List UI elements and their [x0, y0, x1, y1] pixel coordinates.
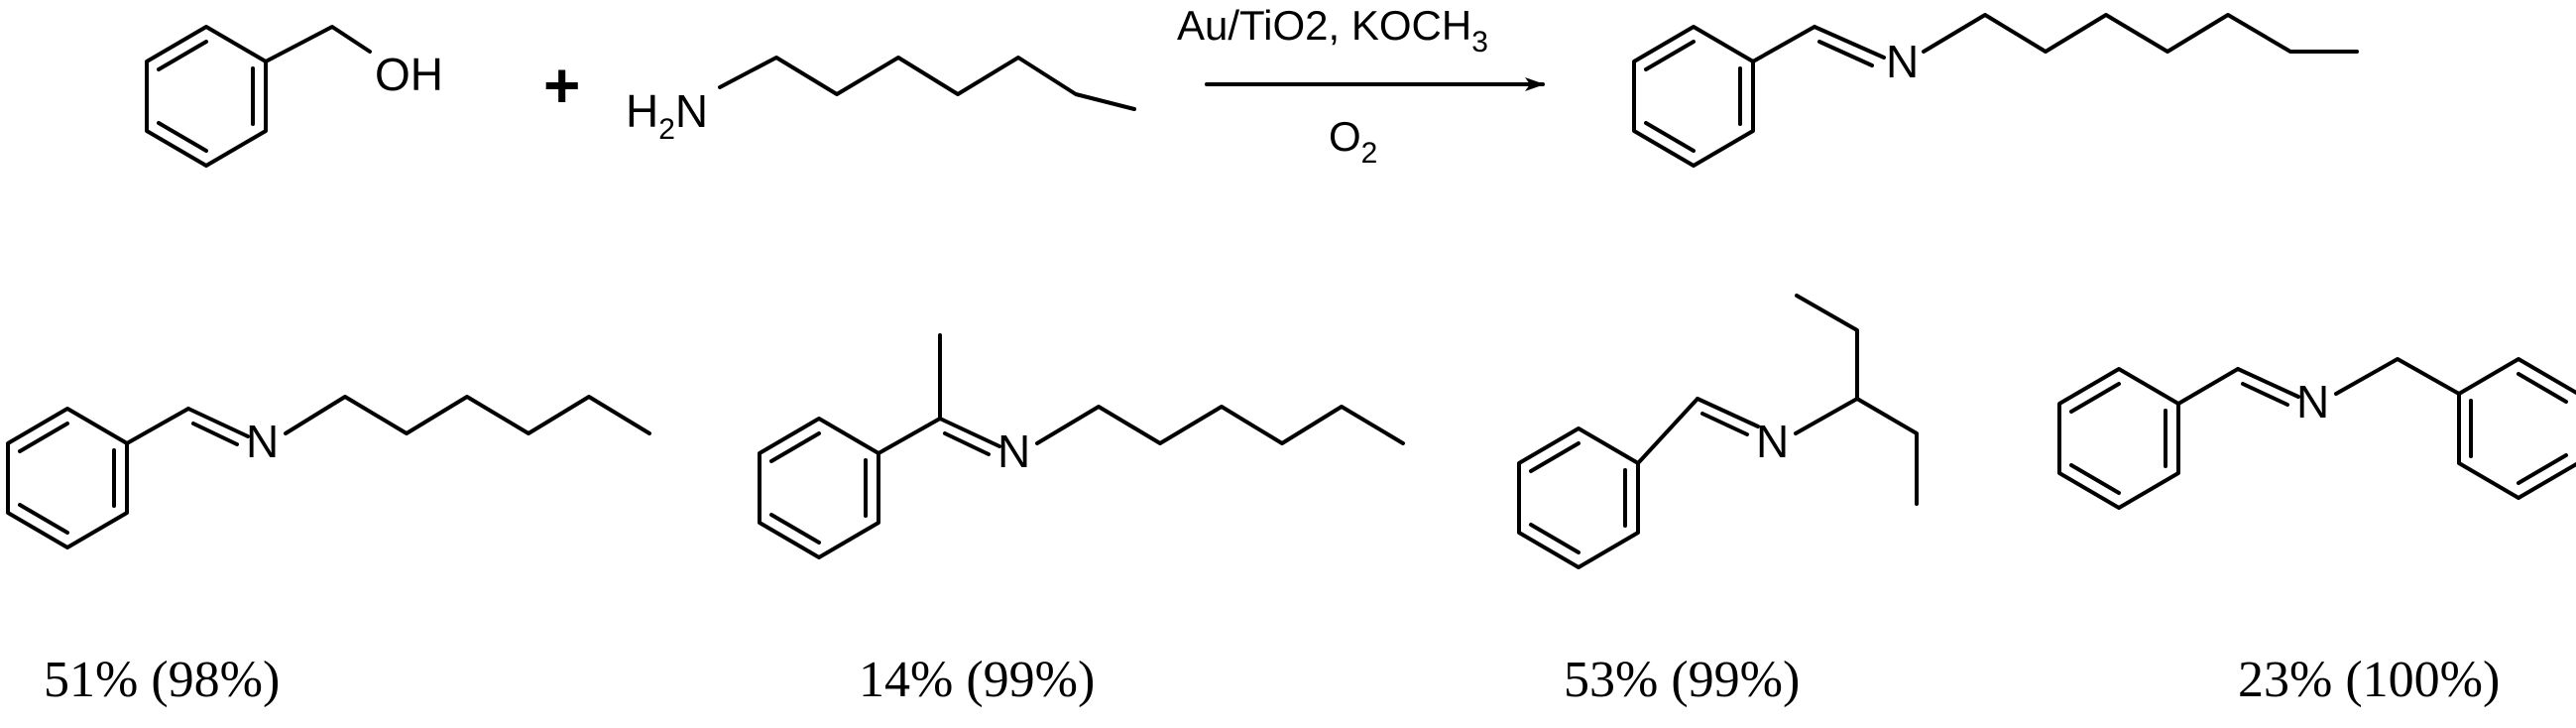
aromatic-double-bond — [2517, 372, 2568, 404]
product-3-structure: N 53% (99%) — [1517, 294, 1919, 708]
catalyst-conditions: Au/TiO2, KOCH3 — [1177, 2, 1488, 59]
imine-nitrogen-label: N — [1756, 416, 1789, 467]
upper-ethyl-chain — [1795, 294, 1859, 401]
yield-label: 14% (99%) — [859, 652, 1095, 708]
hydroxyl-label: OH — [375, 49, 443, 100]
imine-bond — [186, 407, 250, 438]
aromatic-double-bond — [2517, 453, 2568, 485]
reaction-arrow-group: Au/TiO2, KOCH3 O2 — [1177, 2, 1545, 170]
hexyl-chain — [718, 56, 1136, 111]
aromatic-double-bond — [157, 121, 208, 153]
aromatic-double-bond — [1644, 40, 1696, 71]
benzene-ring — [145, 25, 268, 168]
imine-nitrogen-label: N — [997, 425, 1030, 477]
n-to-ch-bond — [1794, 397, 1859, 435]
aromatic-double-bond — [769, 431, 821, 463]
aromatic-double-bond — [2069, 463, 2121, 495]
ring-to-ch-bond — [1636, 397, 1699, 465]
imine-bond — [938, 417, 1001, 448]
imine-double-bond — [2241, 382, 2289, 407]
lower-ethyl-chain — [1855, 397, 1919, 506]
aromatic-double-bond — [1529, 523, 1581, 554]
imine-double-bond — [191, 422, 239, 446]
imine-nitrogen-label: N — [1886, 36, 1919, 87]
imine-bond — [2236, 367, 2300, 399]
aromatic-double-bond — [2069, 382, 2121, 414]
main-product-structure: N — [1632, 13, 2359, 168]
ring-to-c-bond — [877, 417, 942, 455]
imine-bond — [1813, 25, 1886, 60]
aromatic-double-bond — [18, 422, 69, 453]
aromatic-double-bond — [1644, 121, 1696, 153]
aromatic-double-bond — [769, 513, 821, 545]
yield-label: 53% (99%) — [1564, 652, 1800, 708]
aromatic-double-bond — [18, 503, 69, 535]
benzyl-chain — [2334, 357, 2461, 396]
product-1-structure: N 51% (98%) — [6, 395, 651, 708]
imine-double-bond — [943, 431, 991, 456]
aromatic-double-bond — [1529, 441, 1581, 473]
imine-nitrogen-label: N — [246, 416, 279, 467]
ring-to-ch-bond — [2176, 367, 2240, 406]
oxidant-conditions: O2 — [1329, 113, 1377, 170]
product-2-structure: N 14% (99%) — [758, 333, 1405, 708]
ring-to-ch-bond — [125, 407, 190, 445]
product-4-structure: N 23% (100%) — [2057, 357, 2576, 708]
hexyl-chain — [1035, 405, 1405, 445]
hexyl-chain — [1922, 13, 2359, 54]
imine-double-bond — [1817, 40, 1874, 67]
yield-label: 51% (98%) — [44, 652, 280, 708]
imine-double-bond — [1700, 412, 1749, 436]
benzene-ring — [1517, 426, 1640, 569]
ring-to-ch-bond — [1751, 25, 1816, 63]
ch2-oh-chain — [264, 25, 372, 63]
benzene-ring — [758, 417, 880, 559]
amine-label: H2N — [626, 85, 708, 146]
imine-bond — [1696, 397, 1760, 428]
yield-label: 23% (100%) — [2238, 652, 2500, 708]
benzene-ring — [1632, 25, 1755, 168]
benzene-ring — [6, 407, 129, 549]
hexylamine-structure: H2N — [626, 56, 1136, 146]
benzyl-alcohol-structure: OH — [145, 25, 443, 168]
aromatic-double-bond — [157, 40, 208, 71]
benzene-ring — [2057, 367, 2180, 510]
imine-nitrogen-label: N — [2296, 376, 2329, 427]
benzene-ring — [2457, 357, 2576, 500]
plus-sign: + — [543, 50, 580, 121]
hexyl-chain — [284, 395, 651, 435]
